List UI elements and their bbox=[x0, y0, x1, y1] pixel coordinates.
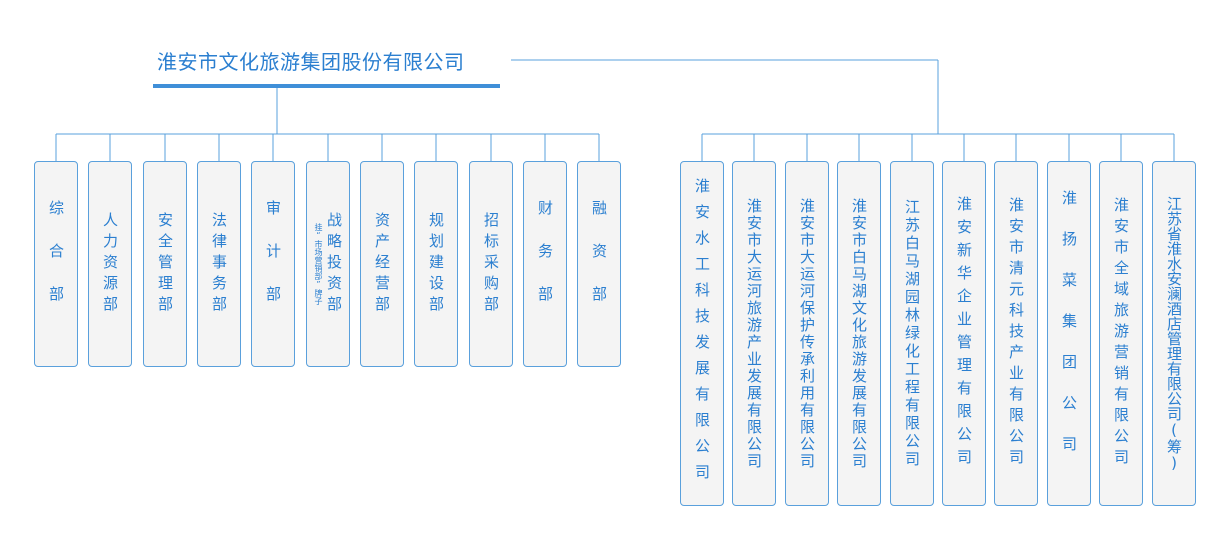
subsidiary-box[interactable]: 淮安市清元科技产业有限公司 bbox=[994, 161, 1038, 506]
dept-box[interactable]: 战略投资部 挂“市场营销部”牌子 bbox=[306, 161, 350, 367]
subsidiary-label: 淮扬菜集团公司 bbox=[1060, 190, 1078, 477]
dept-label: 规划建设部 bbox=[427, 211, 445, 317]
subsidiary-box[interactable]: 淮安水工科技发展有限公司 bbox=[680, 161, 724, 506]
subsidiary-label: 淮安新华企业管理有限公司 bbox=[955, 195, 973, 472]
dept-label: 融资部 bbox=[590, 199, 608, 329]
dept-label: 审计部 bbox=[264, 199, 282, 329]
dept-note: 挂“市场营销部”牌子 bbox=[314, 223, 323, 305]
dept-box[interactable]: 人力资源部 bbox=[88, 161, 132, 367]
subsidiary-label: 淮安市大运河保护传承利用有限公司 bbox=[798, 197, 816, 470]
dept-box[interactable]: 综合部 bbox=[34, 161, 78, 367]
subsidiary-box[interactable]: 淮安市白马湖文化旅游发展有限公司 bbox=[837, 161, 881, 506]
dept-label: 资产经营部 bbox=[373, 211, 391, 317]
subsidiary-box[interactable]: 江苏省淮水安澜酒店管理有限公司(筹) bbox=[1152, 161, 1196, 506]
dept-box[interactable]: 财务部 bbox=[523, 161, 567, 367]
title-underline bbox=[153, 84, 500, 88]
subsidiary-label: 淮安水工科技发展有限公司 bbox=[693, 177, 711, 490]
dept-label: 财务部 bbox=[536, 199, 554, 329]
dept-box[interactable]: 融资部 bbox=[577, 161, 621, 367]
dept-box[interactable]: 法律事务部 bbox=[197, 161, 241, 367]
dept-label: 法律事务部 bbox=[210, 211, 228, 317]
subsidiary-label: 江苏白马湖园林绿化工程有限公司 bbox=[903, 198, 921, 469]
dept-box[interactable]: 审计部 bbox=[251, 161, 295, 367]
subsidiary-label: 淮安市白马湖文化旅游发展有限公司 bbox=[850, 197, 868, 470]
subsidiary-box[interactable]: 淮安市大运河保护传承利用有限公司 bbox=[785, 161, 829, 506]
subsidiary-box[interactable]: 淮安新华企业管理有限公司 bbox=[942, 161, 986, 506]
subsidiary-box[interactable]: 淮安市大运河旅游产业发展有限公司 bbox=[732, 161, 776, 506]
company-title: 淮安市文化旅游集团股份有限公司 bbox=[157, 50, 465, 74]
dept-label: 人力资源部 bbox=[101, 211, 119, 317]
dept-box[interactable]: 招标采购部 bbox=[469, 161, 513, 367]
subsidiary-label: 江苏省淮水安澜酒店管理有限公司(筹) bbox=[1165, 195, 1183, 472]
dept-box[interactable]: 规划建设部 bbox=[414, 161, 458, 367]
dept-label: 招标采购部 bbox=[482, 211, 500, 317]
subsidiary-box[interactable]: 淮扬菜集团公司 bbox=[1047, 161, 1091, 506]
subsidiary-box[interactable]: 淮安市全域旅游营销有限公司 bbox=[1099, 161, 1143, 506]
dept-label: 综合部 bbox=[47, 199, 65, 329]
dept-label: 安全管理部 bbox=[156, 211, 174, 317]
subsidiary-label: 淮安市大运河旅游产业发展有限公司 bbox=[745, 197, 763, 470]
subsidiary-box[interactable]: 江苏白马湖园林绿化工程有限公司 bbox=[890, 161, 934, 506]
dept-box[interactable]: 资产经营部 bbox=[360, 161, 404, 367]
subsidiary-label: 淮安市全域旅游营销有限公司 bbox=[1112, 197, 1130, 470]
dept-box[interactable]: 安全管理部 bbox=[143, 161, 187, 367]
subsidiary-label: 淮安市清元科技产业有限公司 bbox=[1007, 197, 1025, 470]
dept-label: 战略投资部 bbox=[325, 211, 343, 317]
